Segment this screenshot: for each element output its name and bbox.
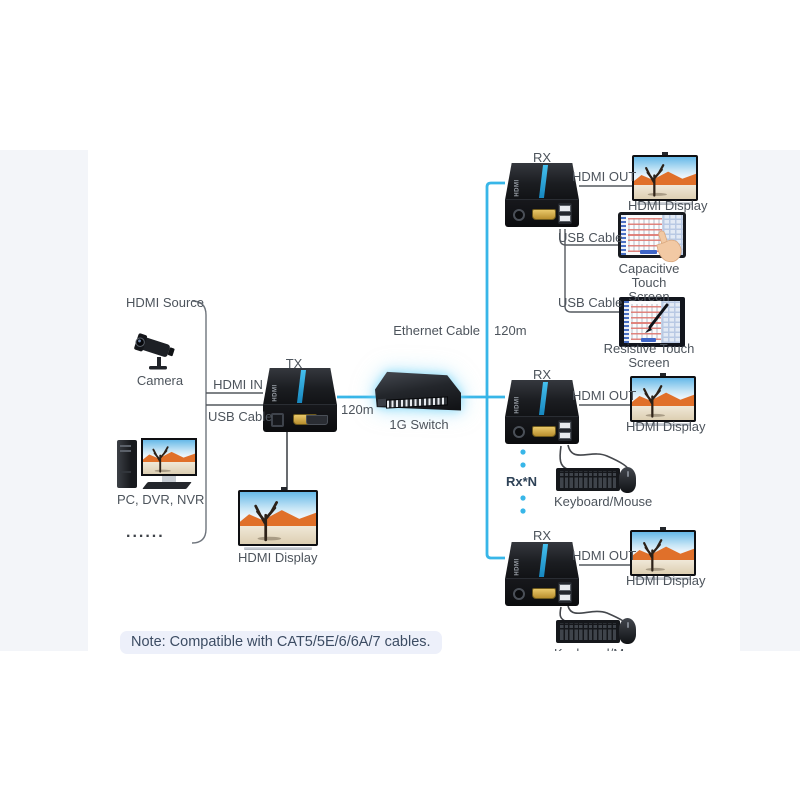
usb-cable-b-label: USB Cable bbox=[558, 295, 623, 310]
rx3-device-front bbox=[505, 578, 579, 606]
rx2-display-label: HDMI Display bbox=[626, 419, 706, 434]
rx3-device: HDMI bbox=[505, 542, 579, 606]
tx-label: TX bbox=[285, 356, 303, 371]
resistive-touch-screen-label: Resistive Touch Screen bbox=[603, 341, 695, 370]
rx1-label: RX bbox=[532, 150, 552, 165]
pc-monitor-icon bbox=[141, 438, 197, 482]
rx2-hdmi-display bbox=[630, 373, 696, 426]
rx1-device-top: HDMI bbox=[505, 163, 579, 200]
rx2-keyboard-cable bbox=[559, 445, 568, 470]
usb-b-port-icon bbox=[271, 413, 284, 427]
rx3-hdmi-display bbox=[630, 527, 696, 580]
keyboard-icon bbox=[556, 468, 620, 491]
source-group-bracket bbox=[191, 300, 207, 544]
dc-port-icon bbox=[513, 426, 525, 438]
mouse-icon bbox=[619, 618, 636, 644]
tx-device-top: HDMI bbox=[263, 368, 337, 405]
hdmi-port-icon bbox=[532, 588, 556, 599]
rx2-keyboard-mouse-label: Keyboard/Mouse bbox=[554, 494, 653, 509]
tree-silhouette bbox=[152, 446, 171, 473]
camera-label: Camera bbox=[136, 373, 184, 388]
capacitive-touch-screen-label: Capacitive Touch Screen bbox=[618, 261, 680, 304]
rxn-dot bbox=[520, 462, 526, 468]
tx-distance-label: 120m bbox=[341, 402, 374, 417]
device-stripe bbox=[297, 370, 307, 403]
rx1-usb-cable-a bbox=[559, 229, 618, 246]
rx1-usb-cable-b bbox=[564, 229, 619, 313]
rx1-device-front bbox=[505, 199, 579, 227]
pc-keyboard-icon bbox=[142, 482, 192, 489]
rx1-display-label: HDMI Display bbox=[628, 198, 708, 213]
rxn-dot bbox=[520, 495, 526, 501]
rx3-hdmi-out-label: HDMI OUT bbox=[572, 548, 637, 563]
ethernet-cable-label: Ethernet Cable bbox=[393, 323, 480, 338]
rx1-device: HDMI bbox=[505, 163, 579, 227]
hdmi-logo: HDMI bbox=[514, 179, 521, 197]
rx3-display-label: HDMI Display bbox=[626, 573, 706, 588]
hdmi-in-label: HDMI IN bbox=[213, 377, 263, 392]
compatibility-note: Note: Compatible with CAT5/5E/6/6A/7 cab… bbox=[120, 631, 442, 654]
desert-wallpaper bbox=[143, 440, 195, 474]
switch-icon bbox=[375, 371, 461, 413]
hdmi-loopout-port-icon bbox=[306, 415, 328, 425]
pc-label: PC, DVR, NVR bbox=[117, 492, 205, 507]
pc-tower-icon bbox=[117, 440, 137, 488]
tree-silhouette bbox=[643, 539, 666, 572]
usb-ports-icon bbox=[558, 420, 572, 441]
mouse-icon bbox=[619, 467, 636, 493]
rx3-keyboard-mouse-label: Keyboard/Mouse bbox=[554, 646, 652, 651]
rx3-device-top: HDMI bbox=[505, 542, 579, 579]
hdmi-port-icon bbox=[532, 209, 556, 220]
rx2-device-front bbox=[505, 416, 579, 444]
tx-device-front bbox=[263, 404, 337, 432]
usb-ports-icon bbox=[558, 582, 572, 603]
pc-icon bbox=[117, 438, 197, 494]
hdmi-logo: HDMI bbox=[514, 396, 521, 414]
diagram-canvas: HDMI Source Camera bbox=[88, 150, 740, 651]
device-stripe bbox=[539, 544, 549, 577]
hdmi-logo: HDMI bbox=[514, 558, 521, 576]
ethernet-cable-vertical bbox=[485, 181, 505, 560]
more-sources-ellipsis: ...... bbox=[126, 524, 165, 541]
device-stripe bbox=[539, 382, 549, 415]
connection-wires bbox=[191, 181, 632, 628]
hdmi-port-icon bbox=[532, 426, 556, 437]
hdmi-source-label: HDMI Source bbox=[126, 295, 205, 310]
tx-device: HDMI bbox=[263, 368, 337, 432]
rx2-hdmi-out-label: HDMI OUT bbox=[572, 388, 637, 403]
rx1-hdmi-display bbox=[632, 152, 698, 205]
rxn-dot bbox=[520, 449, 526, 455]
rxn-dot bbox=[520, 508, 526, 514]
tx-display-label: HDMI Display bbox=[238, 550, 318, 565]
tree-silhouette bbox=[645, 164, 668, 197]
usb-cable-a-label: USB Cable bbox=[558, 230, 623, 245]
camera-icon bbox=[127, 330, 179, 372]
tree-silhouette bbox=[643, 385, 666, 418]
tx-usb-cable-label: USB Cable bbox=[208, 409, 273, 424]
rxn-label: Rx*N bbox=[506, 474, 538, 489]
stylus-icon bbox=[645, 303, 669, 333]
rx3-label: RX bbox=[532, 528, 552, 543]
rx2-label: RX bbox=[532, 367, 552, 382]
switch-label: 1G Switch bbox=[389, 417, 449, 432]
switch-distance-label: 120m bbox=[494, 323, 527, 338]
dc-port-icon bbox=[513, 588, 525, 600]
rx2-device: HDMI bbox=[505, 380, 579, 444]
hdmi-logo: HDMI bbox=[272, 384, 279, 402]
tree-silhouette bbox=[253, 501, 281, 542]
tx-hdmi-display bbox=[238, 487, 318, 550]
rx2-device-top: HDMI bbox=[505, 380, 579, 417]
usb-ports-icon bbox=[558, 203, 572, 224]
touch-hand-icon bbox=[656, 230, 682, 263]
keyboard-icon bbox=[556, 620, 620, 643]
dc-port-icon bbox=[513, 209, 525, 221]
device-stripe bbox=[539, 165, 549, 198]
rx1-hdmi-out-label: HDMI OUT bbox=[572, 169, 637, 184]
